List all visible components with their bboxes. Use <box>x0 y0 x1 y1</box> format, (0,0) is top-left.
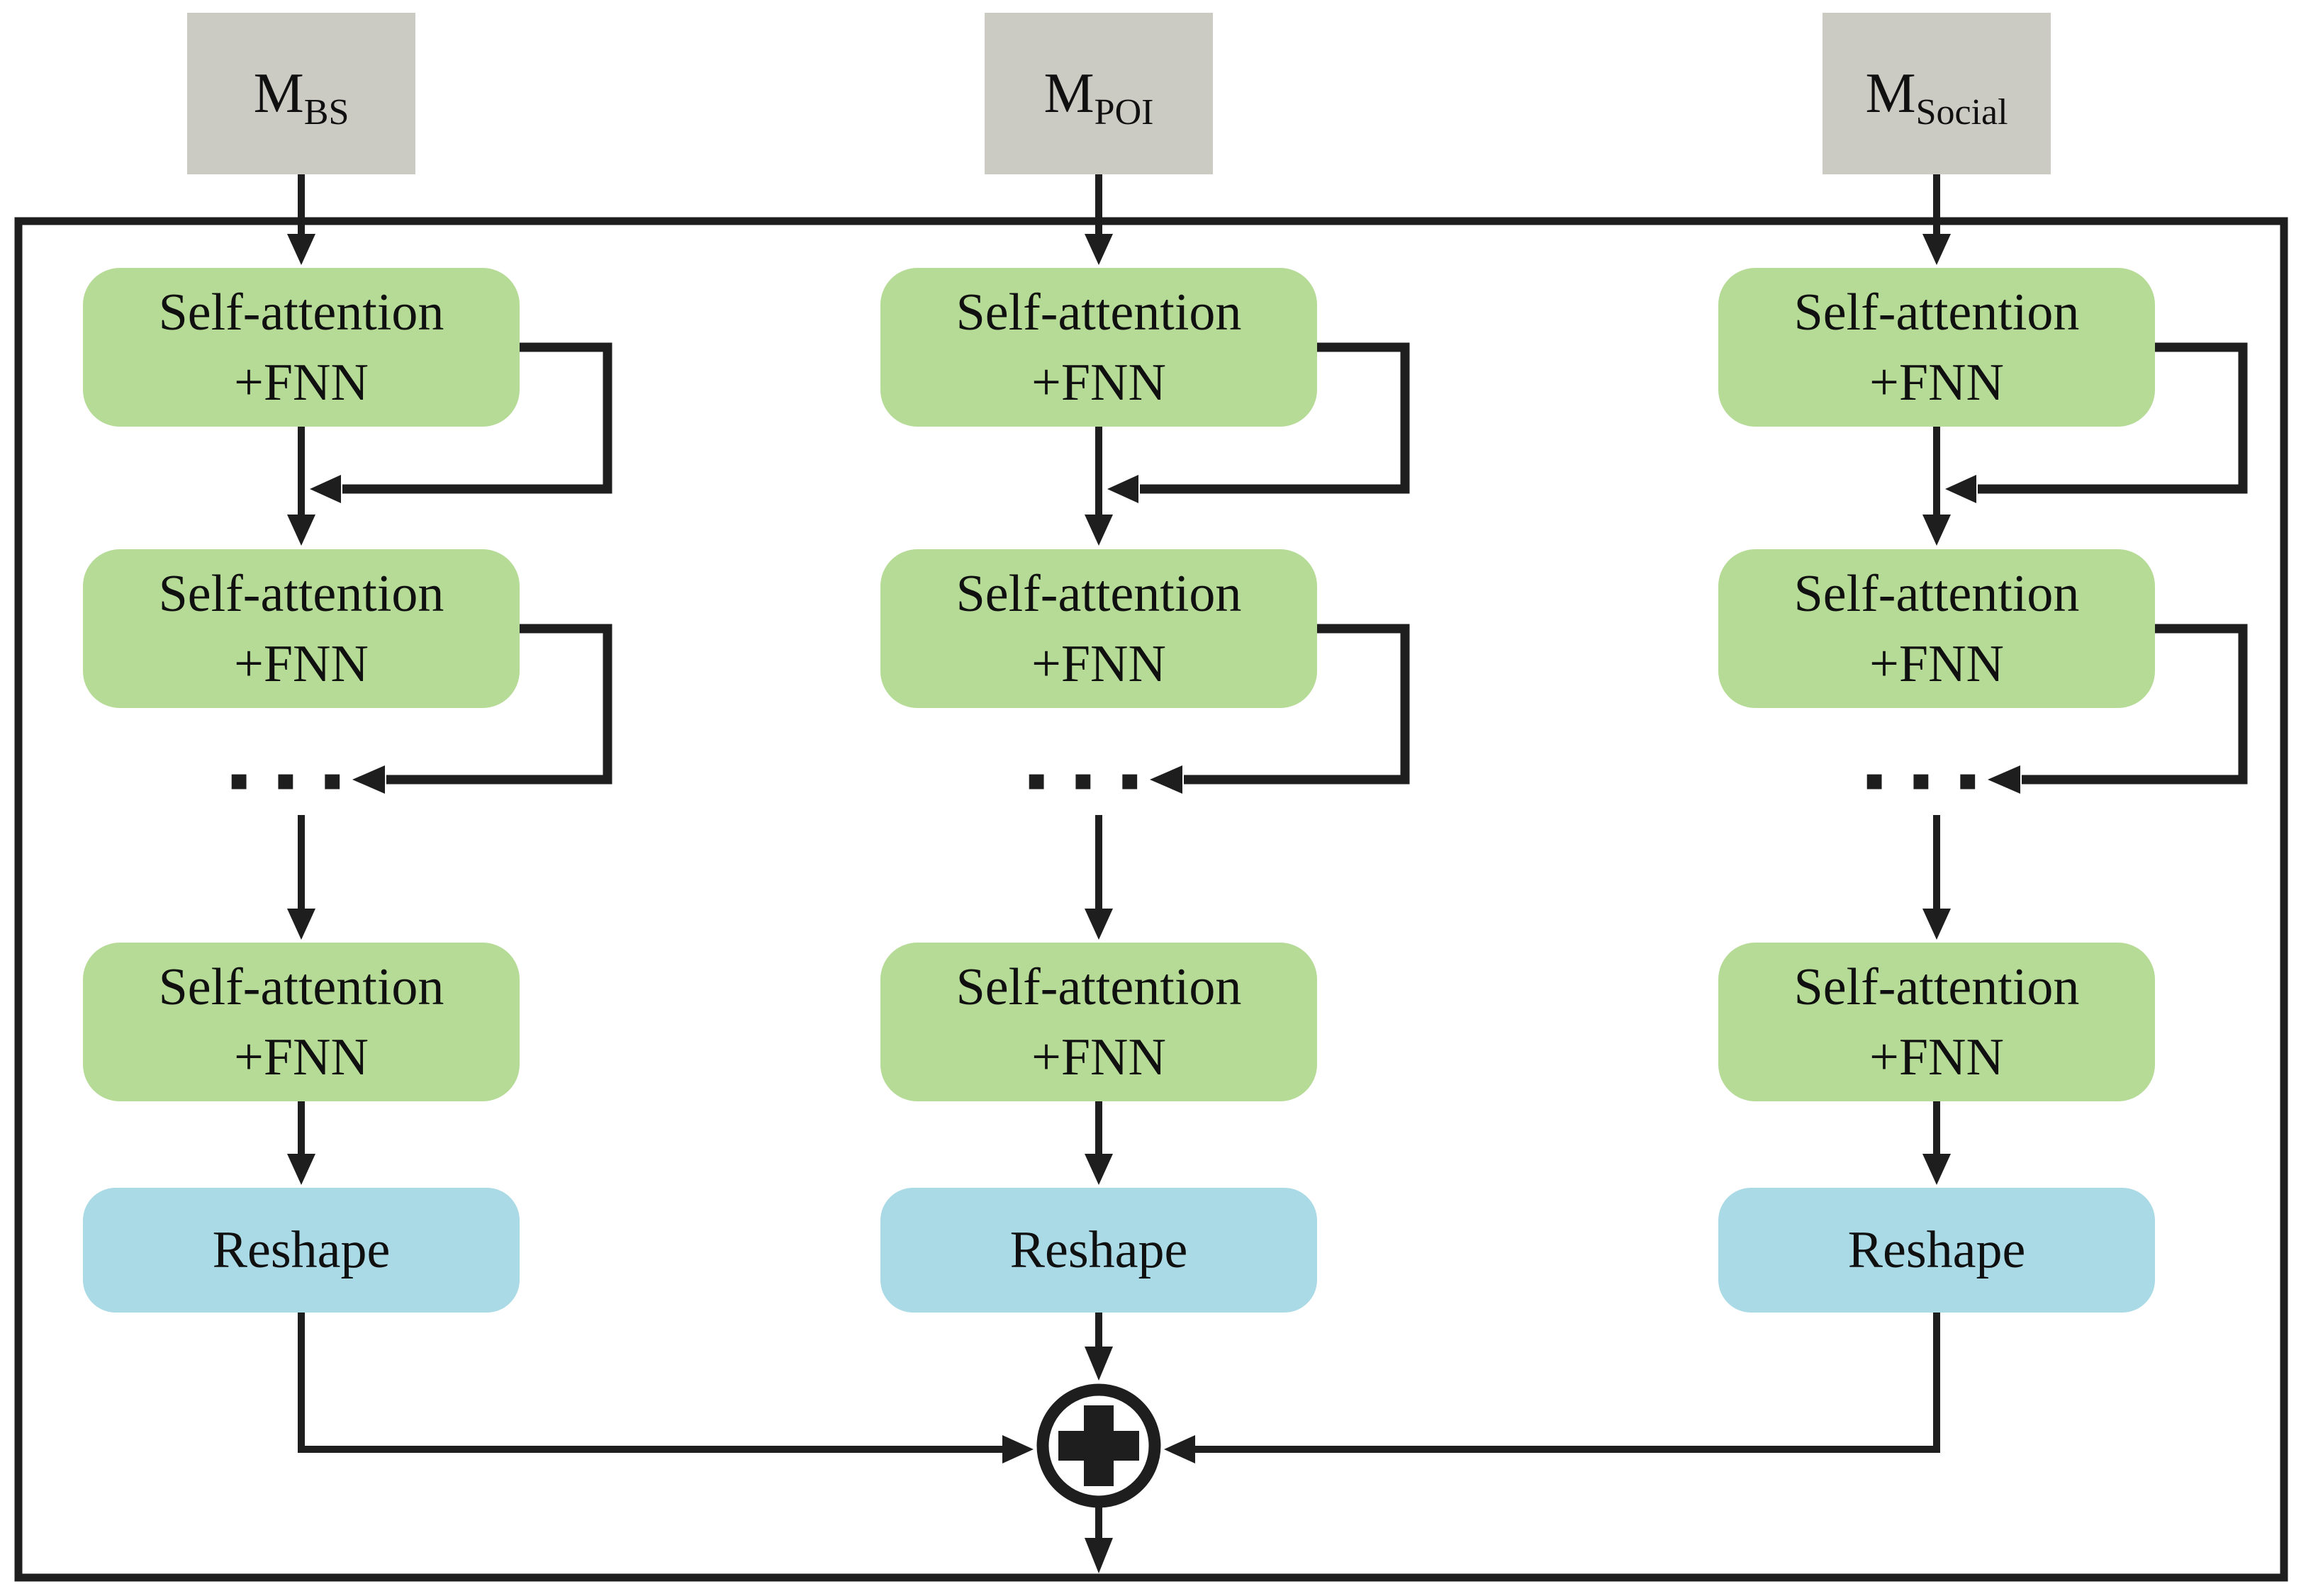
input-label-msocial: M <box>1865 62 1916 125</box>
input-subscript-mpoi: POI <box>1094 92 1154 133</box>
attention-label-line2: +FNN <box>1031 1028 1166 1086</box>
input-subscript-mbs: BS <box>303 92 349 133</box>
attention-label-line1: Self-attention <box>956 958 1242 1016</box>
ellipsis-social: ▪ ▪ ▪ <box>1864 762 1987 797</box>
outer-frame <box>14 217 2288 1582</box>
input-label-mbs: M <box>253 62 304 125</box>
attention-label-line2: +FNN <box>234 635 369 693</box>
sum-node <box>1036 1383 1161 1508</box>
attention-block-bs-3: Self-attention +FNN <box>83 943 520 1101</box>
attention-label-line1: Self-attention <box>1793 958 2080 1016</box>
attention-label-line2: +FNN <box>1869 635 2004 693</box>
input-box-msocial: MSocial <box>1823 13 2051 174</box>
attention-label-line1: Self-attention <box>1793 283 2080 342</box>
attention-label-line1: Self-attention <box>158 565 444 623</box>
attention-label-line2: +FNN <box>1869 1028 2004 1086</box>
attention-label-line1: Self-attention <box>956 565 1242 623</box>
residual-skip-lines <box>342 342 2248 785</box>
ellipsis-bs: ▪ ▪ ▪ <box>228 762 352 797</box>
arrowheads <box>287 234 2020 1573</box>
attention-block-poi-2: Self-attention +FNN <box>880 549 1317 708</box>
input-label-mpoi: M <box>1043 62 1094 125</box>
input-box-mbs: MBS <box>187 13 415 174</box>
attention-block-social-3: Self-attention +FNN <box>1718 943 2155 1101</box>
attention-label-line2: +FNN <box>1031 354 1166 412</box>
ellipsis-poi: ▪ ▪ ▪ <box>1026 762 1149 797</box>
attention-block-social-2: Self-attention +FNN <box>1718 549 2155 708</box>
attention-block-poi-3: Self-attention +FNN <box>880 943 1317 1101</box>
attention-label-line2: +FNN <box>1031 635 1166 693</box>
attention-label-line1: Self-attention <box>956 283 1242 342</box>
reshape-block-poi: Reshape <box>880 1188 1317 1313</box>
attention-block-bs-1: Self-attention +FNN <box>83 268 520 427</box>
input-box-mpoi: MPOI <box>985 13 1213 174</box>
reshape-block-social: Reshape <box>1718 1188 2155 1313</box>
attention-label-line2: +FNN <box>1869 354 2004 412</box>
attention-label-line2: +FNN <box>234 354 369 412</box>
flow-lines <box>298 174 1940 1539</box>
input-subscript-msocial: Social <box>1915 92 2008 133</box>
reshape-block-bs: Reshape <box>83 1188 520 1313</box>
attention-label-line2: +FNN <box>234 1028 369 1086</box>
attention-label-line1: Self-attention <box>158 283 444 342</box>
attention-label-line1: Self-attention <box>1793 565 2080 623</box>
attention-block-poi-1: Self-attention +FNN <box>880 268 1317 427</box>
attention-label-line1: Self-attention <box>158 958 444 1016</box>
plus-icon <box>1058 1405 1139 1486</box>
attention-block-bs-2: Self-attention +FNN <box>83 549 520 708</box>
attention-block-social-1: Self-attention +FNN <box>1718 268 2155 427</box>
